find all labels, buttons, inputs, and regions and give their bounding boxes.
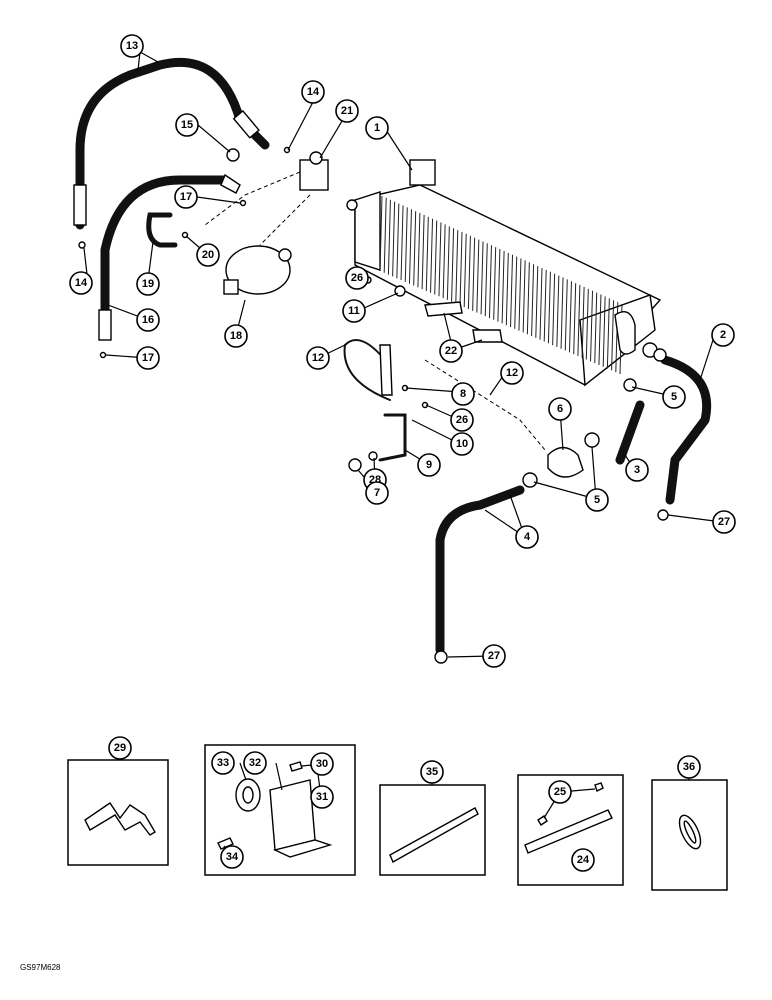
svg-text:5: 5: [671, 391, 677, 403]
callout-27b: 27: [482, 644, 506, 668]
callout-4: 4: [515, 525, 539, 549]
callout-26: 26: [345, 266, 369, 290]
svg-text:8: 8: [460, 388, 466, 400]
brackets-and-cable: [343, 301, 667, 488]
svg-text:20: 20: [202, 249, 214, 261]
inset-box-36: [651, 779, 728, 891]
svg-text:17: 17: [142, 352, 154, 364]
svg-text:13: 13: [126, 40, 138, 52]
svg-text:18: 18: [230, 330, 242, 342]
svg-text:12: 12: [312, 352, 324, 364]
callout-13: 13: [120, 34, 144, 58]
callout-18: 18: [224, 324, 248, 348]
svg-text:16: 16: [142, 314, 154, 326]
evaporator-core: [346, 159, 662, 387]
callout-5b: 5: [585, 488, 609, 512]
callout-36: 36: [677, 755, 701, 779]
callout-6: 6: [548, 397, 572, 421]
callout-16: 16: [136, 308, 160, 332]
svg-text:32: 32: [249, 757, 261, 769]
svg-text:22: 22: [445, 345, 457, 357]
callout-33: 33: [211, 751, 235, 775]
svg-text:9: 9: [426, 459, 432, 471]
callout-8: 8: [451, 382, 475, 406]
callout-29: 29: [108, 736, 132, 760]
svg-text:26: 26: [351, 272, 363, 284]
callout-25: 25: [548, 780, 572, 804]
callout-27: 27: [712, 510, 736, 534]
svg-text:10: 10: [456, 438, 468, 450]
svg-text:11: 11: [348, 305, 360, 317]
callout-31: 31: [310, 785, 334, 809]
svg-text:24: 24: [577, 854, 590, 866]
callout-26b: 26: [450, 408, 474, 432]
svg-text:21: 21: [341, 105, 353, 117]
callout-35: 35: [420, 760, 444, 784]
callout-17: 17: [174, 185, 198, 209]
dashed-routing-lines: [204, 171, 546, 451]
svg-text:14: 14: [75, 277, 88, 289]
receiver-drier: [223, 245, 292, 295]
svg-text:27: 27: [488, 650, 500, 662]
expansion-valve: [299, 151, 329, 191]
svg-text:31: 31: [316, 791, 328, 803]
callout-7: 7: [365, 481, 389, 505]
svg-text:29: 29: [114, 742, 126, 754]
callout-2: 2: [711, 323, 735, 347]
callout-34: 34: [220, 845, 244, 869]
callout-32: 32: [243, 751, 267, 775]
figure-code: GS97M628: [20, 963, 61, 972]
callout-11: 11: [342, 299, 366, 323]
svg-text:15: 15: [181, 119, 193, 131]
callout-22: 22: [439, 339, 463, 363]
callout-14b: 14: [69, 271, 93, 295]
svg-text:27: 27: [718, 516, 730, 528]
svg-text:7: 7: [374, 487, 380, 499]
svg-text:30: 30: [316, 758, 328, 770]
svg-text:3: 3: [634, 464, 640, 476]
svg-text:12: 12: [506, 367, 518, 379]
svg-text:33: 33: [217, 757, 229, 769]
callout-10: 10: [450, 432, 474, 456]
callout-15: 15: [175, 113, 199, 137]
svg-text:5: 5: [594, 494, 600, 506]
svg-text:19: 19: [142, 278, 154, 290]
svg-text:35: 35: [426, 766, 438, 778]
callout-5: 5: [662, 385, 686, 409]
svg-text:17: 17: [180, 191, 192, 203]
callout-3: 3: [625, 458, 649, 482]
svg-text:26: 26: [456, 414, 468, 426]
svg-text:25: 25: [554, 786, 566, 798]
callout-1: 1: [365, 116, 389, 140]
svg-text:14: 14: [307, 86, 320, 98]
svg-text:6: 6: [557, 403, 563, 415]
callout-14: 14: [301, 80, 325, 104]
inset-box-35: [379, 784, 486, 876]
callout-12b: 12: [500, 361, 524, 385]
callout-17b: 17: [136, 346, 160, 370]
inset-box-29: [67, 759, 169, 866]
callout-21: 21: [335, 99, 359, 123]
svg-text:1: 1: [374, 122, 380, 134]
callout-12: 12: [306, 346, 330, 370]
callout-24: 24: [571, 848, 595, 872]
callout-19: 19: [136, 272, 160, 296]
callout-20: 20: [196, 243, 220, 267]
svg-text:34: 34: [226, 851, 239, 863]
hoses: [73, 57, 712, 655]
svg-text:2: 2: [720, 329, 726, 341]
callout-9: 9: [417, 453, 441, 477]
svg-text:4: 4: [524, 531, 531, 543]
svg-text:36: 36: [683, 761, 695, 773]
callout-30: 30: [310, 752, 334, 776]
